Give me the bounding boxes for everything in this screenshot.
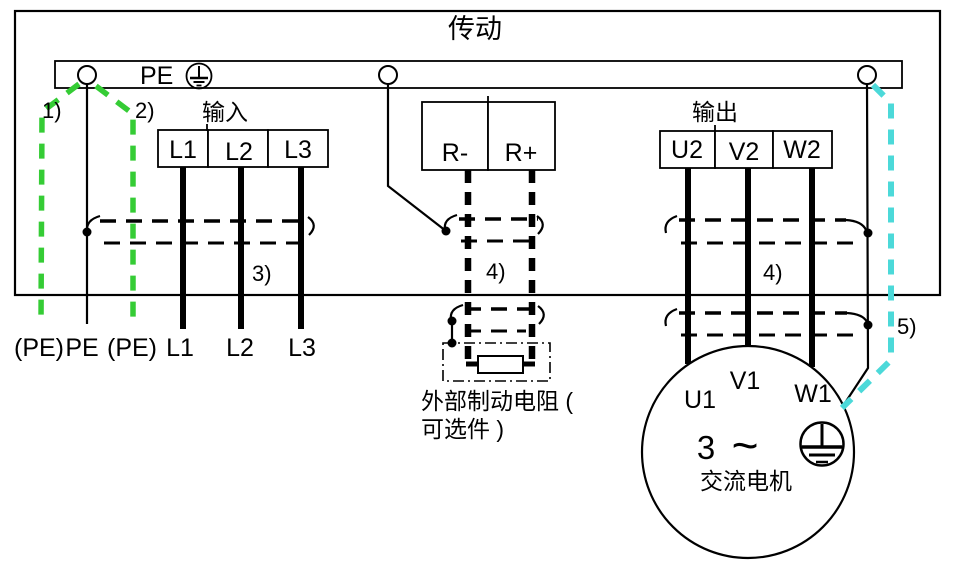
external-brake-resistor bbox=[442, 342, 551, 382]
output-label: 输出 bbox=[692, 99, 738, 125]
terminal-box-r-plus bbox=[487, 101, 556, 171]
ext-label-l1: L1 bbox=[166, 334, 194, 362]
terminal-label-r-plus: R+ bbox=[505, 139, 538, 167]
pe-wire-brake-shield bbox=[386, 84, 447, 232]
terminal-box-v2 bbox=[714, 130, 774, 169]
pe-conductor-left bbox=[82, 84, 92, 324]
motor-terminal-w1: W1 bbox=[794, 380, 832, 408]
motor-section: U1 V1 W1 3 ~ 交流电机 bbox=[684, 367, 845, 494]
terminal-label-l3: L3 bbox=[284, 136, 312, 164]
terminal-box-w2 bbox=[772, 130, 833, 169]
input-label: 输入 bbox=[202, 99, 248, 125]
note-4-output: 4) bbox=[763, 260, 783, 285]
output-section: 输出 U2 V2 W2 4) 5) bbox=[659, 83, 917, 407]
note-5: 5) bbox=[897, 314, 917, 339]
terminal-box-l3 bbox=[267, 129, 329, 168]
terminal-label-u2: U2 bbox=[671, 136, 703, 164]
note-1: 1) bbox=[42, 98, 62, 123]
terminal-label-w2: W2 bbox=[783, 136, 821, 164]
external-labels: (PE) PE (PE) L1 L2 L3 bbox=[14, 334, 316, 362]
resistor-enclosure-frame bbox=[442, 342, 551, 382]
motor-wave-symbol: ~ bbox=[732, 419, 759, 471]
pe-bus-bar: PE bbox=[54, 60, 903, 90]
resistor-caption-line2: 可选件 ) bbox=[421, 416, 504, 442]
terminal-label-v2: V2 bbox=[729, 138, 760, 166]
note-3: 3) bbox=[252, 261, 272, 286]
green-route-1 bbox=[38, 81, 81, 324]
ext-label-pe-opt2: (PE) bbox=[107, 334, 157, 362]
terminal-box-l1 bbox=[157, 129, 209, 168]
ground-icon bbox=[185, 62, 213, 90]
ext-label-l3: L3 bbox=[288, 334, 316, 362]
note-2: 2) bbox=[135, 98, 155, 123]
ext-label-l2: L2 bbox=[226, 334, 254, 362]
terminal-label-r-minus: R- bbox=[442, 139, 468, 167]
shield-bond-dot-output-upper bbox=[863, 228, 873, 238]
motor-terminal-v1: V1 bbox=[730, 367, 761, 395]
pe-terminal-left bbox=[77, 65, 97, 85]
pe-conductor-right bbox=[842, 83, 870, 407]
motor-ground-icon bbox=[799, 421, 845, 467]
terminal-box-r-minus bbox=[421, 101, 489, 171]
terminal-label-l2: L2 bbox=[225, 138, 253, 166]
green-route-2 bbox=[94, 83, 136, 323]
shield-bond-dot-output-lower bbox=[863, 320, 873, 330]
motor-phase: 3 bbox=[697, 429, 715, 466]
brake-section: R- R+ 4) 外部制动电阻 ( 可选件 ) bbox=[386, 84, 573, 442]
input-cable-shield bbox=[85, 214, 315, 245]
pe-bus-label: PE bbox=[140, 62, 173, 90]
motor-terminal-u1: U1 bbox=[684, 386, 716, 414]
input-section: 输入 L1 L2 L3 3) bbox=[85, 99, 329, 329]
ext-label-pe-opt1: (PE) bbox=[14, 334, 64, 362]
motor-label: 交流电机 bbox=[700, 468, 792, 494]
brake-cable-shield-upper bbox=[443, 213, 544, 243]
note-4-brake: 4) bbox=[486, 259, 506, 284]
pe-terminal-right bbox=[857, 65, 877, 85]
shield-bond-dot-input bbox=[82, 227, 92, 237]
output-cable-shield-upper bbox=[664, 214, 868, 245]
motor-ground-circle bbox=[799, 421, 845, 467]
shield-bond-dot-brake bbox=[441, 226, 451, 236]
drive-title: 传动 bbox=[448, 14, 502, 44]
pe-bus-outline bbox=[54, 60, 903, 89]
resistor-caption-line1: 外部制动电阻 ( bbox=[421, 388, 573, 414]
green-route: 1) 2) bbox=[38, 81, 155, 324]
cyan-route bbox=[839, 82, 894, 411]
pe-terminal-middle bbox=[378, 65, 398, 85]
terminal-label-l1: L1 bbox=[169, 136, 197, 164]
ext-label-pe: PE bbox=[65, 334, 98, 362]
ground-icon-circle bbox=[185, 62, 213, 90]
output-cable-shield-lower bbox=[664, 307, 868, 337]
resistor-body bbox=[477, 355, 524, 374]
brake-cable-shield-lower bbox=[447, 303, 545, 348]
